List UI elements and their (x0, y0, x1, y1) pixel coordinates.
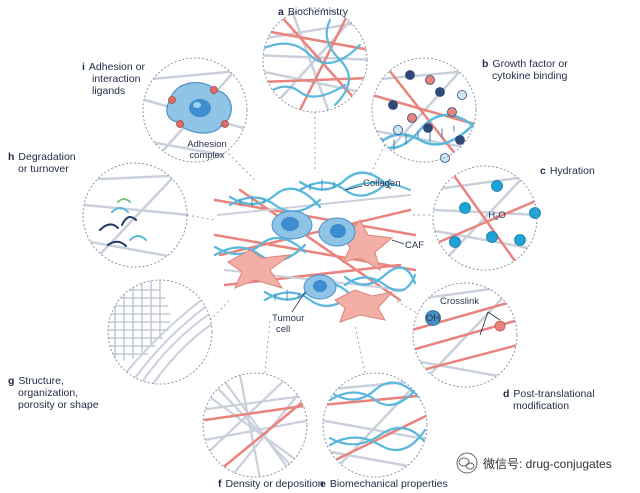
crosslink-dot (494, 320, 506, 332)
panel-g-circle (107, 279, 213, 385)
panel-b-circle (371, 57, 477, 163)
cell-nucleus (189, 99, 211, 117)
crosslink-label: Crosslink (440, 296, 479, 307)
panel-c-circle: H2O (432, 165, 541, 271)
h2o-label: H2O (488, 210, 506, 222)
watermark-text: 微信号: drug-conjugates (483, 457, 612, 471)
panel-d-circle: Crosslink OH (412, 282, 518, 388)
panel-f-circle (202, 372, 308, 478)
oh-group (425, 310, 441, 326)
water-dots (449, 180, 541, 248)
adhesion-sites (168, 86, 229, 128)
caf-cells (227, 219, 394, 323)
watermark: 微信号: drug-conjugates (456, 452, 612, 474)
crosslink-pointer (479, 311, 489, 336)
central-dna-helices (213, 171, 417, 308)
panel-e-circle (322, 372, 428, 478)
growth-factor-dots (388, 70, 467, 163)
tumour-cells (271, 210, 356, 300)
connector-lines (186, 112, 435, 374)
wechat-icon (456, 452, 478, 474)
caf-label: CAF (405, 240, 424, 251)
collagen-label: Collagen (363, 178, 401, 189)
panel-a-circle (262, 7, 368, 113)
panel-h-circle (82, 162, 188, 268)
oh-label: OH (426, 313, 440, 324)
